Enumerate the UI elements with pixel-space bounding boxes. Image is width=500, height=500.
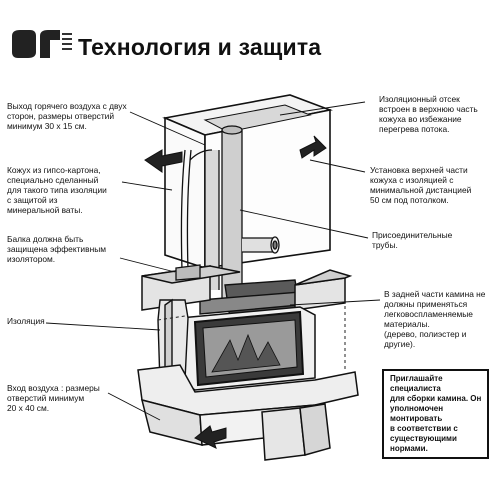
label-connection-pipes: Присоединительные трубы. [372, 230, 453, 250]
brand-logo [12, 30, 72, 58]
leader-lines [45, 101, 381, 421]
label-insulation-chamber: Изоляционный отсек встроен в верхнюю час… [379, 94, 478, 134]
hearth-base [137, 364, 359, 461]
label-hot-air-outlet: Выход горячего воздуха с двух сторон, ра… [7, 101, 127, 131]
label-upper-casing-install: Установка верхней части кожуха с изоляци… [370, 165, 472, 205]
insulation-chamber [203, 104, 312, 133]
note-box [382, 369, 489, 459]
hot-air-outlet-arrow-right [299, 135, 327, 159]
firebox [179, 306, 316, 391]
left-column [157, 298, 189, 385]
air-inlet-arrow [194, 425, 227, 449]
insulation-dashes [157, 300, 346, 372]
label-rear-materials: В задней части камина не должны применят… [384, 289, 486, 349]
airflow-arrows [144, 135, 327, 449]
label-gypsum-casing: Кожух из гипсо-картона, специально сдела… [7, 165, 107, 215]
hot-air-outlet-arrow-left [144, 149, 183, 173]
label-air-inlet: Вход воздуха : размеры отверстий минимум… [7, 383, 100, 413]
left-duct [175, 149, 201, 281]
label-insulation: Изоляция [7, 316, 45, 326]
note-text: Приглашайте специалиста для сборки камин… [390, 374, 482, 453]
page-title: Технология и защита [78, 34, 322, 60]
label-beam-protection: Балка должна быть защищена эффективным и… [7, 234, 106, 264]
